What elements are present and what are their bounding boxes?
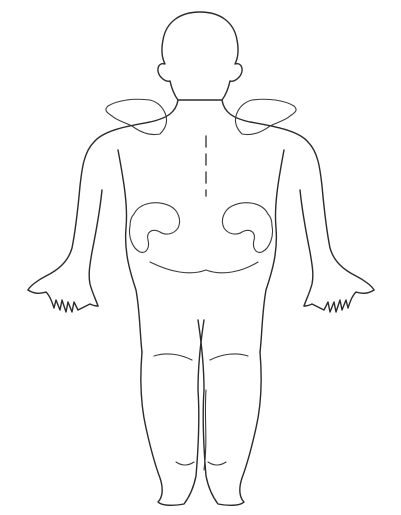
right-arm-inner bbox=[300, 190, 313, 306]
left-hand-outline bbox=[28, 290, 98, 312]
pelvis-right bbox=[222, 203, 272, 253]
right-ankle bbox=[208, 462, 226, 465]
pelvis-left bbox=[129, 203, 179, 253]
right-leg-outline bbox=[198, 320, 261, 505]
right-shoulder-blade bbox=[235, 99, 296, 134]
right-hand-outline bbox=[304, 290, 374, 312]
hips-outline bbox=[118, 150, 284, 352]
buttocks-crease bbox=[150, 262, 258, 273]
left-leg-outline bbox=[141, 320, 204, 505]
left-arm-inner bbox=[89, 190, 102, 306]
left-knee-crease bbox=[154, 354, 192, 360]
head-outline bbox=[158, 12, 242, 100]
left-ankle bbox=[176, 462, 194, 465]
right-knee-crease bbox=[210, 354, 248, 360]
torso-outline bbox=[28, 100, 374, 290]
